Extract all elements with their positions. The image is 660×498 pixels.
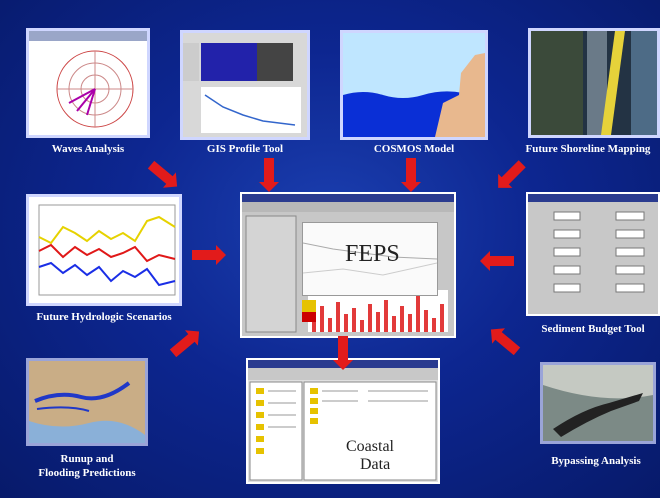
aerial-map-icon xyxy=(531,31,657,135)
feps-interface-icon xyxy=(242,194,454,333)
label-sediment-budget-tool: Sediment Budget Tool xyxy=(541,323,645,335)
label-gis-profile-tool: GIS Profile Tool xyxy=(206,143,284,155)
bypassing-photo-icon xyxy=(543,365,653,441)
arrow-waves xyxy=(147,160,175,186)
feps-main-window: FEPS xyxy=(240,192,456,338)
arrow-gis xyxy=(264,158,274,184)
label-cosmos-model: COSMOS Model xyxy=(373,143,455,155)
gis-screen-icon xyxy=(183,33,307,137)
gis-profile-thumbnail xyxy=(180,30,310,140)
label-future-shoreline-mapping: Future Shoreline Mapping xyxy=(525,143,651,155)
bypassing-analysis-thumbnail xyxy=(540,362,656,444)
waves-analysis-thumbnail xyxy=(26,28,150,138)
arrow-hydrologic xyxy=(192,245,226,265)
label-runup-line1: Runup and xyxy=(60,453,114,465)
file-browser-icon xyxy=(248,360,438,481)
shoreline-mapping-thumbnail xyxy=(528,28,660,138)
arrow-coastal xyxy=(338,336,348,362)
arrow-shoreline xyxy=(500,160,526,186)
label-future-hydrologic-scenarios: Future Hydrologic Scenarios xyxy=(36,311,172,323)
arrow-runup xyxy=(169,332,197,358)
feps-graph-lines xyxy=(303,242,437,276)
label-bypassing-analysis: Bypassing Analysis xyxy=(551,455,641,467)
time-series-icon xyxy=(29,197,179,303)
label-runup-line2: Flooding Predictions xyxy=(38,467,136,479)
cosmos-profile-icon xyxy=(343,33,485,137)
label-waves-analysis: Waves Analysis xyxy=(51,143,125,155)
arrow-sediment xyxy=(488,256,514,266)
polar-plot-icon xyxy=(29,31,147,128)
feps-title-panel: FEPS xyxy=(302,222,438,296)
feps-title: FEPS xyxy=(345,241,400,267)
sediment-form-icon xyxy=(528,194,658,293)
cosmos-model-thumbnail xyxy=(340,30,488,140)
hydrologic-scenarios-thumbnail xyxy=(26,194,182,306)
flood-map-icon xyxy=(29,361,145,443)
arrow-bypassing xyxy=(493,330,521,356)
arrow-cosmos xyxy=(406,158,416,184)
coastal-data-line2: Data xyxy=(360,456,391,473)
runup-flooding-thumbnail xyxy=(26,358,148,446)
coastal-data-line1: Coastal xyxy=(346,438,394,455)
sediment-budget-thumbnail xyxy=(526,192,660,316)
coastal-data-thumbnail: Coastal Data xyxy=(246,358,440,484)
